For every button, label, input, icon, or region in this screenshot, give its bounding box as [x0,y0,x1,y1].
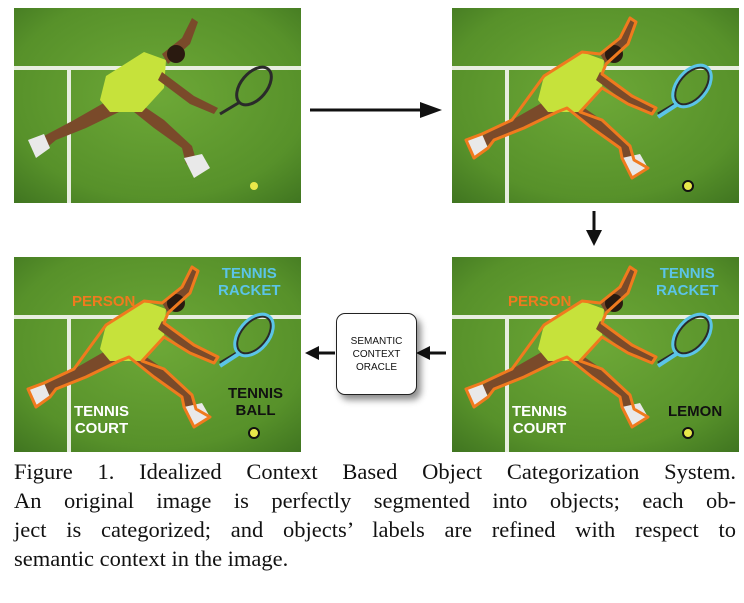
tennis-scene-original [14,8,301,203]
person-label: PERSON [508,293,572,310]
ball-segment [248,427,260,439]
court-label: TENNIS COURT [512,403,568,437]
caption-line: An original image is perfectly segmented… [14,488,736,513]
panel-refined-labels: PERSON TENNIS RACKET TENNIS COURT TENNIS… [14,257,301,452]
tennis-scene-segmented [452,8,739,203]
ball-segment [682,427,694,439]
tennis-ball [250,182,258,190]
lemon-label: LEMON [668,403,723,420]
caption-line: ject is categorized; and objects’ labels… [14,517,736,542]
caption-line: semantic context in the image. [14,546,289,571]
figure-caption: Figure 1. Idealized Context Based Object… [14,457,736,573]
arrow-right-icon [310,102,442,118]
semantic-context-oracle-box: SEMANTIC CONTEXT ORACLE [336,313,417,395]
arrow-left-icon [416,346,446,360]
panel-segmented-image [452,8,739,203]
arrow-left-icon [305,346,335,360]
ball-label: TENNIS BALL [228,385,284,419]
person-label: PERSON [72,293,136,310]
tennis-scene-refined [14,257,301,452]
court-label: TENNIS COURT [74,403,130,437]
ball-segment [682,180,694,192]
tennis-scene-categorized [452,257,739,452]
racket-label: TENNIS RACKET [218,265,281,299]
panel-original-image [14,8,301,203]
arrow-down-icon [586,211,602,246]
racket-label: TENNIS RACKET [656,265,719,299]
panel-categorized: PERSON TENNIS RACKET TENNIS COURT LEMON [452,257,739,452]
caption-line: Figure 1. Idealized Context Based Object… [14,459,736,484]
